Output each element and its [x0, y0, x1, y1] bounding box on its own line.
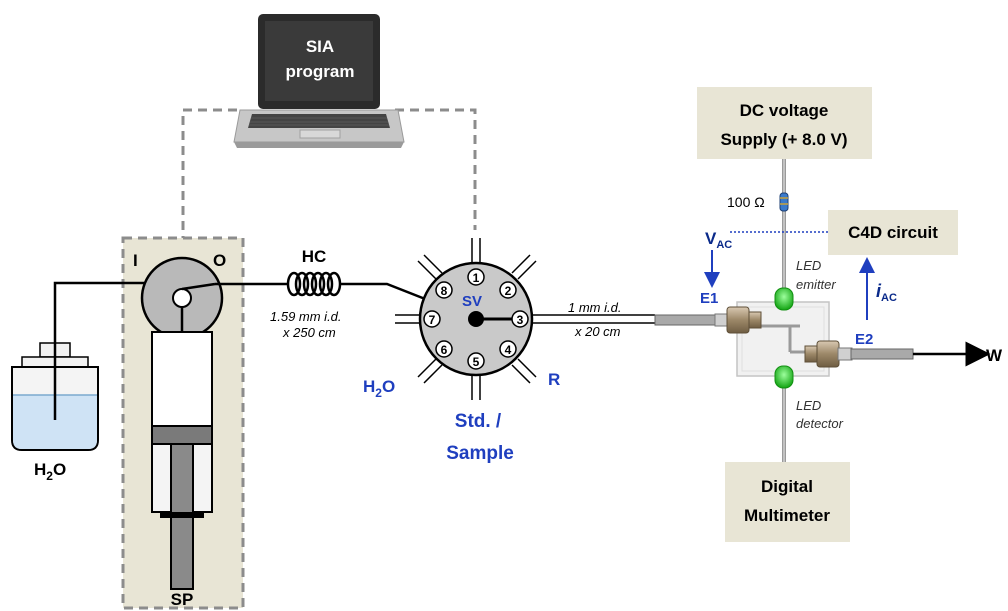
holding-coil-spec-1: 1.59 mm i.d.: [270, 309, 342, 324]
pump-inlet-label: I: [133, 251, 138, 270]
port4-reagent-label: R: [548, 370, 560, 389]
led-detector-label-2: detector: [796, 416, 844, 431]
port-7: 7: [429, 313, 436, 327]
port-3: 3: [517, 313, 524, 327]
laptop-icon: [233, 14, 405, 148]
reservoir-label: H2O: [34, 460, 66, 483]
c4d-circuit-label: C4D circuit: [848, 223, 938, 242]
control-cable: [181, 108, 477, 238]
led-detector-label-1: LED: [796, 398, 821, 413]
pump-valve-icon: [140, 256, 224, 340]
led-emitter-label-1: LED: [796, 258, 821, 273]
led-emitter-label-2: emitter: [796, 277, 836, 292]
port-6: 6: [441, 343, 448, 357]
transfer-tubing: [560, 314, 655, 324]
port-1: 1: [473, 271, 480, 285]
electrode-2-label: E2: [855, 331, 873, 348]
pump-outlet-label: O: [213, 251, 226, 270]
electrode-1-label: E1: [700, 290, 718, 307]
dc-supply-label-1: DC voltage: [740, 101, 829, 120]
laptop-label-line2: program: [286, 62, 355, 81]
resistor-icon: [779, 192, 789, 212]
multimeter-box: [725, 462, 850, 542]
syringe-pump-label: SP: [171, 590, 194, 609]
dc-supply-label-2: Supply (+ 8.0 V): [720, 130, 847, 149]
multimeter-label-2: Multimeter: [744, 506, 830, 525]
holding-coil-spec-2: x 250 cm: [282, 325, 336, 340]
electrode-1-icon: [654, 306, 762, 334]
vac-label: VAC: [705, 229, 732, 251]
port6-water-label: H2O: [363, 377, 395, 400]
resistor-label: 100 Ω: [727, 194, 765, 210]
port-2: 2: [505, 284, 512, 298]
dc-supply-box: [697, 87, 872, 159]
port5-label-line1: Std. /: [455, 411, 502, 432]
selection-valve-icon: [395, 238, 560, 400]
led-emitter-icon: [774, 287, 794, 311]
holding-coil-label: HC: [302, 247, 327, 266]
led-detector-icon: [774, 365, 794, 389]
tube-spec-2: x 20 cm: [574, 324, 621, 339]
selection-valve-label: SV: [462, 293, 482, 310]
laptop-label-line1: SIA: [306, 37, 334, 56]
port-4: 4: [505, 343, 512, 357]
port5-label-line2: Sample: [446, 443, 514, 464]
port-5: 5: [473, 355, 480, 369]
inlet-tubing: [53, 281, 150, 420]
multimeter-label-1: Digital: [761, 477, 813, 496]
waste-label: W: [986, 346, 1003, 365]
tube-spec-1: 1 mm i.d.: [568, 300, 621, 315]
electrode-2-icon: [804, 340, 914, 368]
holding-coil-icon: [286, 271, 342, 297]
iac-label: iAC: [876, 281, 897, 304]
port-8: 8: [441, 284, 448, 298]
syringe-icon: [151, 331, 213, 590]
c4d-circuit-box: [828, 210, 958, 255]
